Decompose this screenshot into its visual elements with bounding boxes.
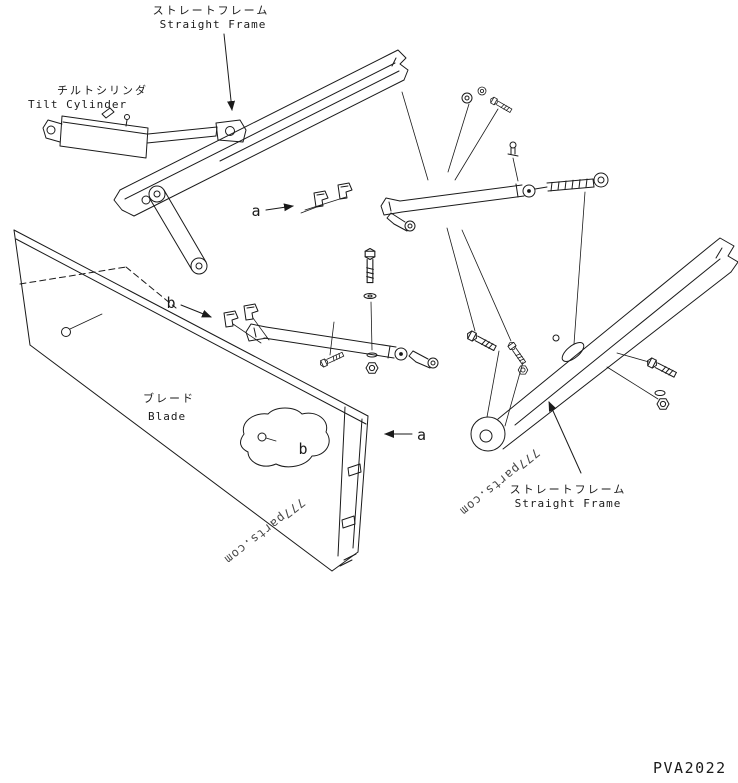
flat-washer-part <box>363 293 666 396</box>
upper-tie-rod-part <box>380 172 609 216</box>
label-blade-en: Blade <box>148 410 186 423</box>
label-straight-frame-bottom-en: Straight Frame <box>515 497 622 510</box>
lower-tie-rod-part <box>245 323 408 361</box>
arrow-callout-b-upper <box>180 304 212 318</box>
drawing-code: PVA2022 <box>653 759 727 777</box>
callout-a-blade: a <box>417 426 426 444</box>
blade-part <box>13 229 369 572</box>
label-tilt-cylinder-jp: チルトシリンダ <box>57 83 148 97</box>
callout-b-upper: b <box>166 294 175 312</box>
label-straight-frame-top-en: Straight Frame <box>160 18 267 31</box>
straight-frame-top-part <box>113 49 409 217</box>
label-tilt-cylinder-en: Tilt Cylinder <box>28 98 127 111</box>
straight-frame-bottom-part <box>470 237 738 452</box>
tilt-cylinder-part <box>42 107 247 159</box>
callout-b-blade: b <box>298 440 307 458</box>
leader-lines <box>232 91 659 427</box>
upper-yoke-part <box>386 212 416 232</box>
pitch-brace-link-part <box>148 185 208 275</box>
bolt-part <box>318 95 678 380</box>
nut-part <box>365 362 670 410</box>
arrow-to-bottom-frame <box>548 401 582 474</box>
arrow-callout-a-upper <box>265 203 294 212</box>
clip-part <box>223 182 353 328</box>
washer-part <box>461 86 487 104</box>
callout-arrows <box>180 33 582 474</box>
lower-yoke-part <box>408 350 439 369</box>
label-straight-frame-bottom-jp: ストレートフレーム <box>510 483 627 496</box>
watermark-text: 777parts.com <box>221 495 307 567</box>
grease-fitting-part <box>507 141 519 157</box>
callout-a-upper: a <box>251 202 260 220</box>
label-blade-jp: ブレード <box>143 391 195 405</box>
label-straight-frame-top-jp: ストレートフレーム <box>153 4 270 17</box>
arrow-to-top-frame <box>223 33 236 111</box>
